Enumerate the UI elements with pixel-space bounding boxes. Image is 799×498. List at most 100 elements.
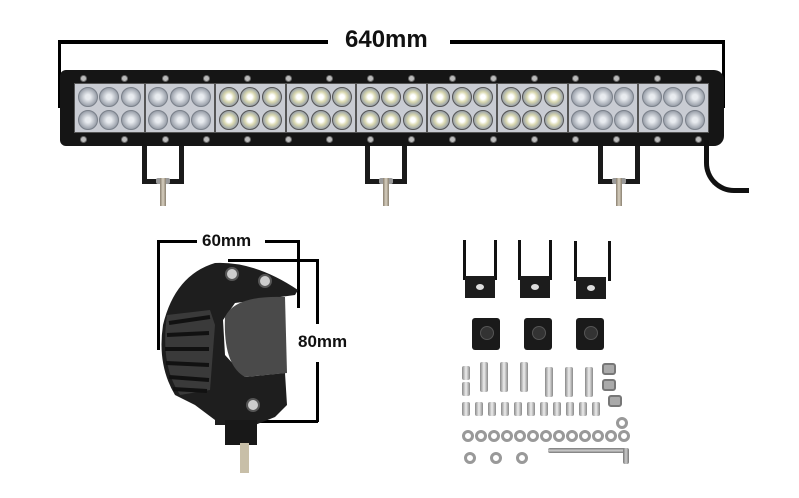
short-bolt [540, 402, 548, 416]
led-flood [99, 86, 120, 107]
bar-mount-bolt-right [616, 178, 622, 206]
led-spot [218, 109, 239, 130]
housing-screw [367, 136, 374, 143]
housing-screw [531, 136, 538, 143]
l-bracket-3 [574, 241, 611, 299]
power-cable [704, 140, 749, 193]
led-flood [191, 109, 212, 130]
washer [490, 452, 502, 464]
led-light-bar [60, 70, 724, 146]
housing-screw [203, 136, 210, 143]
led-flood [169, 86, 190, 107]
long-bolt [585, 367, 593, 397]
long-bolt [480, 362, 488, 392]
housing-screw [203, 75, 210, 82]
housing-screw [572, 75, 579, 82]
long-bolt [545, 367, 553, 397]
housing-screw [572, 136, 579, 143]
housing-screw [162, 136, 169, 143]
led-segment-flood [144, 83, 215, 133]
washer [579, 430, 591, 442]
housing-screw [244, 75, 251, 82]
side-height-bottom-tick [316, 362, 319, 422]
side-view-housing [161, 262, 298, 473]
led-flood [592, 86, 613, 107]
led-spot [500, 109, 521, 130]
side-width-right-line [265, 240, 300, 243]
mount-block-3 [576, 318, 604, 350]
led-spot [289, 86, 310, 107]
housing-screw [695, 136, 702, 143]
short-bolt [462, 402, 470, 416]
led-spot [402, 109, 423, 130]
washer [501, 430, 513, 442]
allen-key-tip [623, 448, 629, 464]
washer [566, 430, 578, 442]
led-flood [641, 109, 662, 130]
led-spot [381, 86, 402, 107]
housing-screw [408, 75, 415, 82]
led-spot [261, 86, 282, 107]
led-spot [359, 86, 380, 107]
l-bracket-2 [518, 240, 552, 298]
short-bolt [553, 402, 561, 416]
housing-screw [408, 136, 415, 143]
housing-screw [285, 75, 292, 82]
housing-screw [449, 75, 456, 82]
led-flood [148, 86, 169, 107]
led-flood [641, 86, 662, 107]
short-bolt [527, 402, 535, 416]
led-spot [381, 109, 402, 130]
led-flood [169, 109, 190, 130]
short-bolt [592, 402, 600, 416]
led-segment-spot [426, 83, 497, 133]
side-height-top-line [228, 259, 318, 262]
hex-nut [608, 395, 622, 407]
housing-screw [613, 136, 620, 143]
washer [514, 430, 526, 442]
led-flood [614, 109, 635, 130]
led-segment-spot [285, 83, 356, 133]
short-bolt [475, 402, 483, 416]
led-spot [430, 109, 451, 130]
housing-screw [367, 75, 374, 82]
washer [616, 417, 628, 429]
housing-screw [80, 75, 87, 82]
side-width-label: 60mm [202, 231, 252, 250]
led-spot [261, 109, 282, 130]
led-flood [684, 109, 705, 130]
side-width-left-line [157, 240, 197, 243]
led-flood [592, 109, 613, 130]
side-width-right-tick [297, 240, 300, 308]
housing-screw [285, 136, 292, 143]
length-dimension-label: 640mm [345, 26, 428, 53]
led-flood [684, 86, 705, 107]
led-spot [359, 109, 380, 130]
washer [553, 430, 565, 442]
led-spot [473, 109, 494, 130]
housing-screw [326, 136, 333, 143]
led-spot [430, 86, 451, 107]
hex-nut [602, 363, 616, 375]
led-spot [522, 109, 543, 130]
hex-nut [602, 379, 616, 391]
side-width-left-tick [157, 240, 160, 350]
led-spot [402, 86, 423, 107]
led-spot [500, 86, 521, 107]
mount-block-1 [472, 318, 500, 350]
led-segment-flood [567, 83, 638, 133]
housing-screw [326, 75, 333, 82]
led-spot [289, 109, 310, 130]
side-height-label: 80mm [298, 332, 348, 351]
long-bolt [500, 362, 508, 392]
short-bolt [488, 402, 496, 416]
short-bolt [501, 402, 509, 416]
led-spot [451, 109, 472, 130]
length-dimension-left-tick [58, 40, 61, 108]
led-flood [663, 86, 684, 107]
housing-screw [121, 136, 128, 143]
led-flood [191, 86, 212, 107]
bar-mount-bolt-center [383, 178, 389, 206]
housing-screw [121, 75, 128, 82]
bar-mount-bolt-left [160, 178, 166, 206]
